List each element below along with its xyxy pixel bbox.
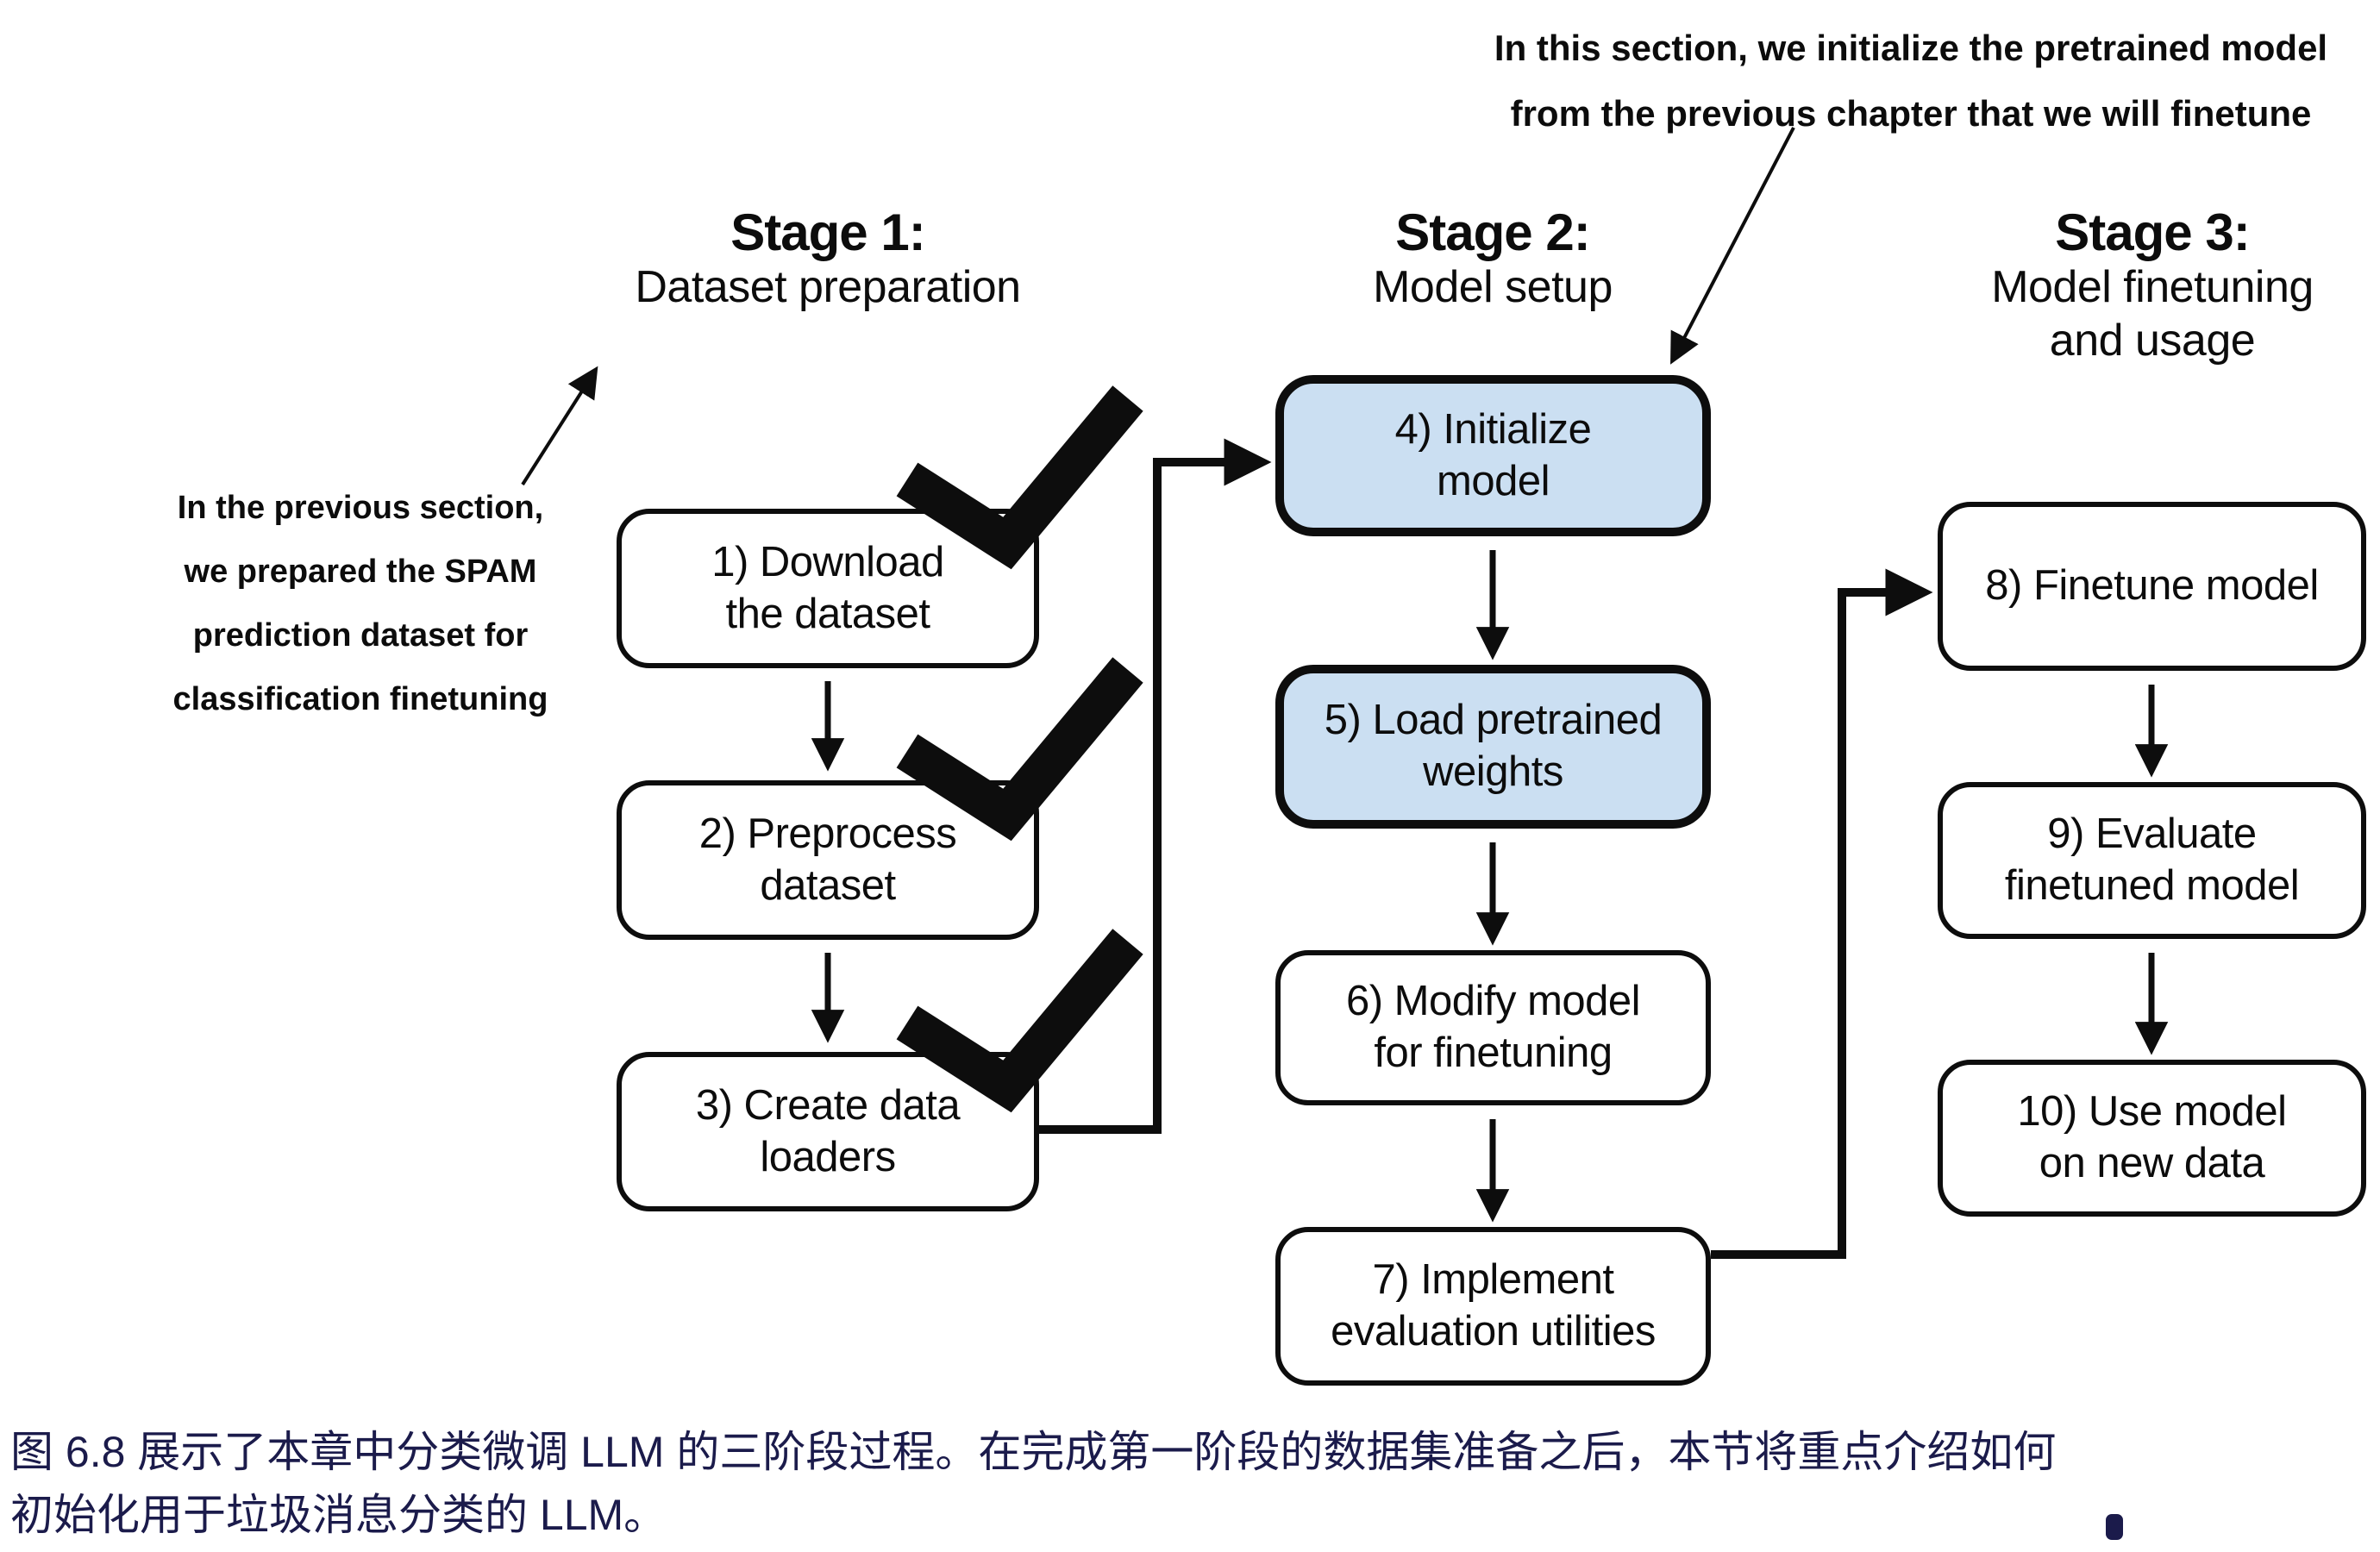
flow-box-modify-model: 6) Modify model for finetuning [1275, 950, 1711, 1105]
stage1-title: Stage 1: [730, 203, 925, 261]
top-annotation: In this section, we initialize the pretr… [1494, 28, 2328, 134]
flow-box-use-model: 10) Use model on new data [1938, 1060, 2366, 1217]
left-annotation: In the previous section, we prepared the… [172, 490, 548, 718]
elbow-connector-stage1-to-stage2 [1039, 438, 1272, 1134]
stage3-title: Stage 3: [2055, 203, 2250, 261]
elbow-connector-stage2-to-stage3 [1711, 568, 1933, 1259]
flow-box-load-pretrained-weights: 5) Load pretrained weights [1275, 665, 1711, 829]
flow-box-initialize-model: 4) Initialize model [1275, 375, 1711, 536]
stage2-title: Stage 2: [1395, 203, 1590, 261]
stage1-subtitle: Dataset preparation [635, 262, 1021, 313]
stage1-heading: Stage 1: Dataset preparation [561, 203, 1095, 315]
stage3-subtitle: Model finetuning and usage [1991, 262, 2314, 366]
stage3-heading: Stage 3: Model finetuning and usage [1885, 203, 2380, 367]
ink-speck [2106, 1514, 2123, 1540]
annotation-arrow-icon [521, 366, 598, 486]
stage2-subtitle: Model setup [1373, 262, 1613, 313]
flow-box-create-data-loaders: 3) Create data loaders [617, 1052, 1039, 1211]
flow-box-finetune-model: 8) Finetune model [1938, 502, 2366, 671]
stage2-heading: Stage 2: Model setup [1225, 203, 1760, 315]
flow-box-preprocess-dataset: 2) Preprocess dataset [617, 780, 1039, 940]
flow-box-implement-evaluation: 7) Implement evaluation utilities [1275, 1227, 1711, 1386]
figure-caption: 图 6.8 展示了本章中分类微调 LLM 的三阶段过程。在完成第一阶段的数据集准… [10, 1428, 2057, 1539]
flow-box-download-dataset: 1) Download the dataset [617, 509, 1039, 668]
flow-box-evaluate-model: 9) Evaluate finetuned model [1938, 782, 2366, 939]
